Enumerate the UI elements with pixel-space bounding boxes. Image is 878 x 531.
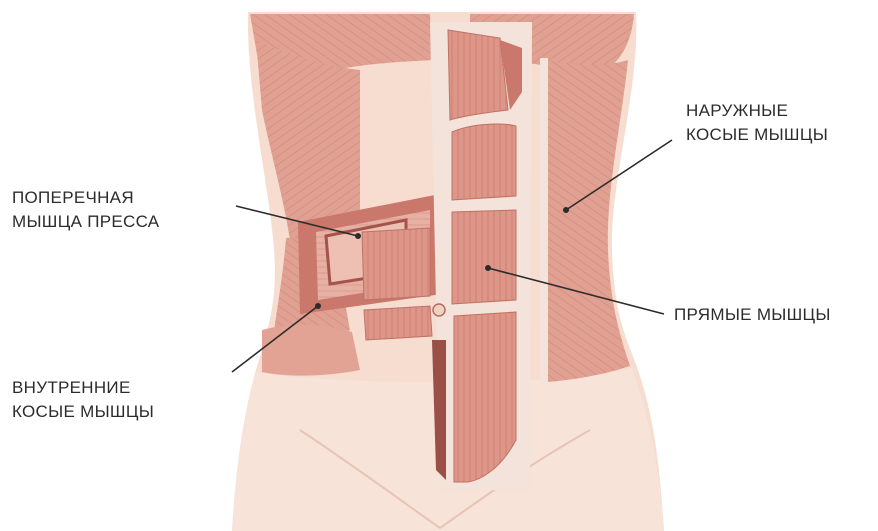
label-rectus-muscles: ПРЯМЫЕ МЫШЦЫ: [674, 303, 831, 327]
label-external-oblique: НАРУЖНЫЕ КОСЫЕ МЫШЦЫ: [686, 99, 828, 147]
label-line: МЫШЦА ПРЕССА: [12, 210, 159, 234]
label-line: ПРЯМЫЕ МЫШЦЫ: [674, 303, 831, 327]
label-transverse-muscle: ПОПЕРЕЧНАЯ МЫШЦА ПРЕССА: [12, 186, 159, 234]
external-oblique-right-edge: [540, 58, 548, 384]
label-line: КОСЫЕ МЫШЦЫ: [12, 400, 154, 424]
internal-oblique-left-lower: [262, 325, 360, 376]
leader-dot-external: [563, 207, 569, 213]
label-line: НАРУЖНЫЕ: [686, 99, 828, 123]
leader-dot-rectus: [485, 265, 491, 271]
external-oblique-right: [544, 60, 630, 382]
leader-dot-internal: [315, 303, 321, 309]
label-line: КОСЫЕ МЫШЦЫ: [686, 123, 828, 147]
leader-dot-transverse: [355, 233, 361, 239]
label-line: ВНУТРЕННИЕ: [12, 376, 154, 400]
label-line: ПОПЕРЕЧНАЯ: [12, 186, 159, 210]
label-internal-oblique: ВНУТРЕННИЕ КОСЫЕ МЫШЦЫ: [12, 376, 154, 424]
